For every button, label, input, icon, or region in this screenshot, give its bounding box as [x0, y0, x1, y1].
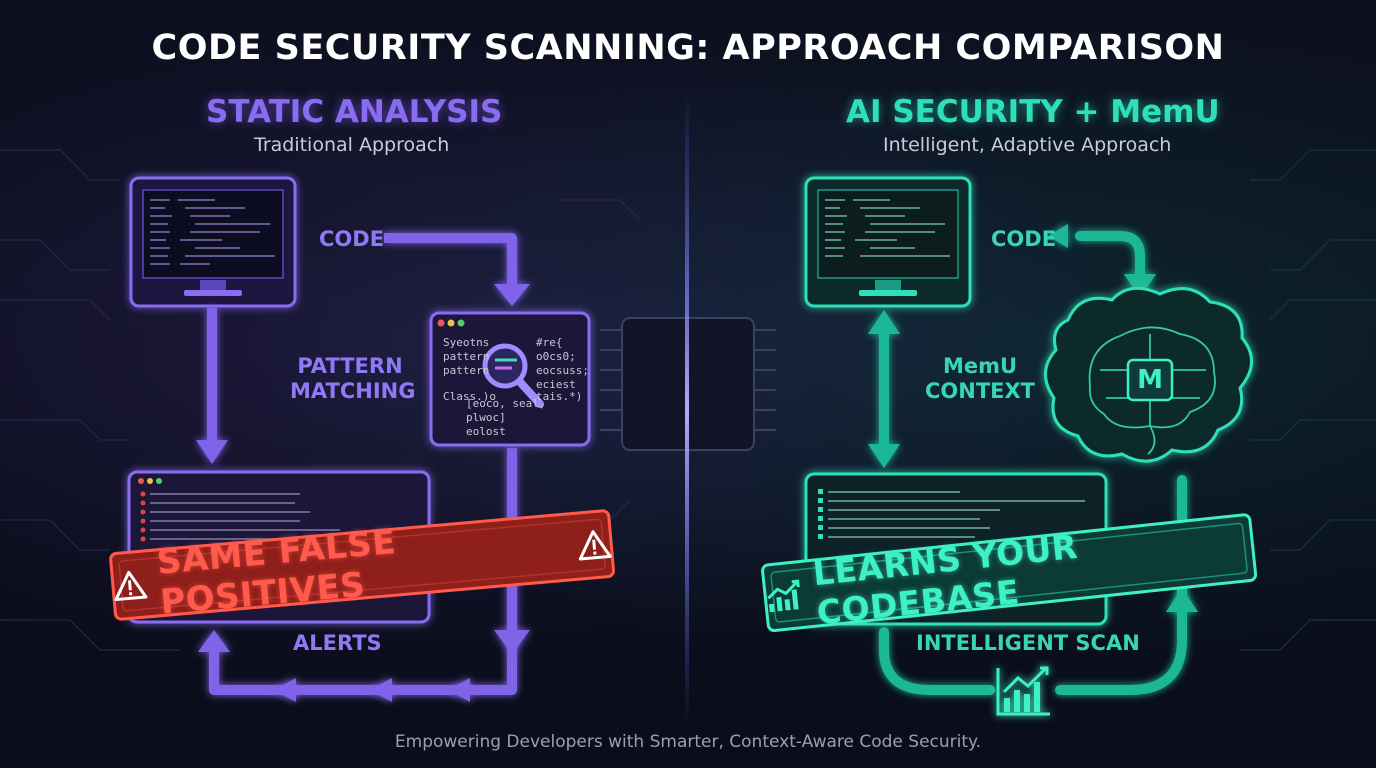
- alert-log-bullets: [140, 491, 146, 542]
- scan-log-lines: [828, 491, 1085, 538]
- center-divider: [685, 90, 689, 730]
- pattern-label-line2: MATCHING: [290, 379, 416, 403]
- alerts-label: ALERTS: [293, 631, 382, 655]
- pattern-card-line: pattern: [443, 364, 490, 377]
- footer-tagline: Empowering Developers with Smarter, Cont…: [394, 732, 982, 752]
- left-code-label: CODE: [319, 227, 385, 251]
- circuit-traces-left: [0, 149, 641, 651]
- warning-icon: [112, 569, 148, 602]
- warning-icon: [576, 528, 612, 561]
- pattern-card-line: eocsuss;: [536, 364, 589, 377]
- memu-context-label: MemU CONTEXT: [920, 354, 1040, 404]
- pattern-card-line: eciest: [536, 378, 576, 391]
- pattern-card-line: pattern: [443, 350, 490, 363]
- brain-chip: [1126, 358, 1174, 402]
- memu-chip-letter: M: [1137, 365, 1163, 395]
- left-heading: STATIC ANALYSIS: [206, 94, 503, 130]
- alert-log-lines: [150, 493, 340, 540]
- intelligent-scan-label: INTELLIGENT SCAN: [916, 631, 1140, 655]
- growth-chart-icon: [996, 666, 1050, 716]
- pattern-card-line: eolost: [466, 425, 506, 438]
- magnifier-icon: [482, 343, 544, 408]
- pattern-card-line: o0cs0;: [536, 350, 576, 363]
- left-arrow-heads: [196, 284, 530, 702]
- right-heading: AI SECURITY + MemU: [846, 94, 1220, 130]
- pattern-label-line1: PATTERN: [297, 354, 403, 378]
- pattern-card-line: [eoco, seal,: [466, 397, 546, 410]
- false-positives-banner: SAME FALSE POSITIVES: [110, 510, 614, 623]
- pattern-card-line: Syeotns: [443, 336, 490, 349]
- pattern-card-line: tais.*): [536, 390, 583, 403]
- pattern-card-line: Class.)o: [443, 390, 496, 403]
- left-monitor-code-lines: [150, 199, 275, 265]
- pattern-card-code-bottom: [eoco, seal, plwoc] eolost: [466, 397, 545, 439]
- learns-codebase-banner: LEARNS YOUR CODEBASE: [762, 515, 1256, 632]
- scan-log-bullets: [818, 489, 823, 539]
- pattern-card-code-right: #re{ o0cs0; eocsuss; eciest tais.*): [536, 336, 589, 404]
- right-monitor: [804, 176, 972, 308]
- right-arrow-heads: [868, 224, 1198, 612]
- left-subtitle: Traditional Approach: [254, 134, 450, 156]
- right-subtitle: Intelligent, Adaptive Approach: [883, 134, 1172, 156]
- context-label-line1: MemU: [942, 354, 1018, 378]
- pattern-matching-label: PATTERN MATCHING: [290, 354, 416, 404]
- trend-up-icon: [764, 579, 805, 615]
- right-code-label: CODE: [991, 227, 1057, 251]
- right-monitor-code-lines: [825, 199, 950, 257]
- learns-banner-shape: [761, 513, 1258, 633]
- left-monitor: [129, 176, 297, 308]
- page-title: CODE SECURITY SCANNING: APPROACH COMPARI…: [151, 28, 1225, 68]
- circuit-traces-right: [1240, 149, 1376, 651]
- context-label-line2: CONTEXT: [924, 379, 1036, 403]
- pattern-card-line: #re{: [536, 336, 563, 349]
- pattern-card-line: plwoc]: [466, 411, 506, 424]
- pattern-card-code: Syeotns pattern pattern Class.)o: [443, 336, 496, 404]
